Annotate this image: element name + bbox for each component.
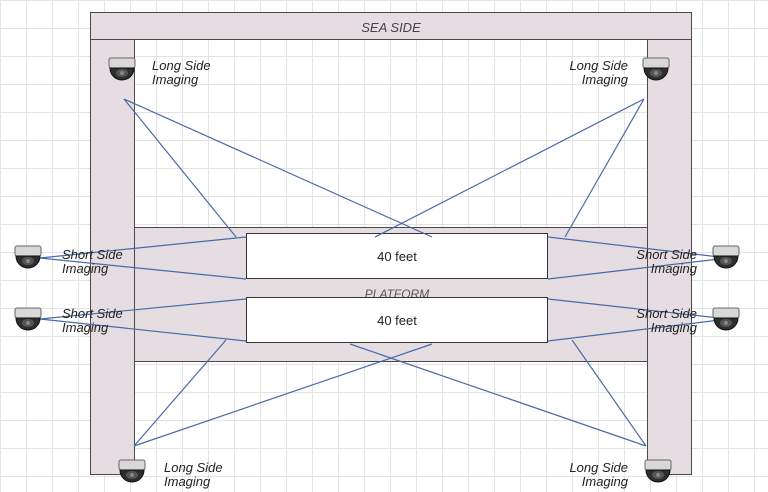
sight-line [39, 236, 247, 259]
container-upper: 40 feet [246, 233, 548, 279]
container-upper-label: 40 feet [377, 248, 417, 264]
sea-side-label: SEA SIDE [361, 19, 421, 35]
dome-camera-icon [642, 57, 670, 81]
container-lower: 40 feet [246, 297, 548, 343]
right-column [647, 39, 692, 475]
camera-label-mid-left-lower: Short Side Imaging [62, 306, 123, 335]
dome-camera-icon [118, 459, 146, 483]
dome-camera-icon [14, 307, 42, 331]
dome-camera-icon [108, 57, 136, 81]
camera-label-mid-right-upper: Short Side Imaging [636, 247, 697, 276]
camera-label-bottom-right: Long Side Imaging [569, 460, 628, 489]
sight-line [547, 257, 729, 280]
container-lower-label: 40 feet [377, 312, 417, 328]
camera-label-top-left: Long Side Imaging [152, 58, 211, 87]
sight-line [39, 298, 247, 320]
dome-camera-icon [644, 459, 672, 483]
camera-label-mid-right-lower: Short Side Imaging [636, 306, 697, 335]
sight-line [123, 98, 433, 238]
sight-line [133, 339, 227, 447]
dome-camera-icon [14, 245, 42, 269]
sea-side-bar [90, 12, 692, 40]
left-column [90, 39, 135, 475]
sight-line [349, 343, 647, 447]
sight-line [564, 98, 645, 238]
dome-camera-icon [712, 245, 740, 269]
sight-line [133, 343, 433, 447]
sight-line [571, 339, 647, 447]
sight-line [39, 257, 247, 280]
sight-line [123, 98, 237, 238]
sight-line [374, 98, 645, 238]
sight-line [547, 236, 729, 259]
camera-label-bottom-left: Long Side Imaging [164, 460, 223, 489]
camera-label-top-right: Long Side Imaging [569, 58, 628, 87]
dome-camera-icon [712, 307, 740, 331]
sight-line [547, 298, 729, 320]
sight-line [547, 318, 729, 342]
camera-label-mid-left-upper: Short Side Imaging [62, 247, 123, 276]
sight-line [39, 318, 247, 342]
